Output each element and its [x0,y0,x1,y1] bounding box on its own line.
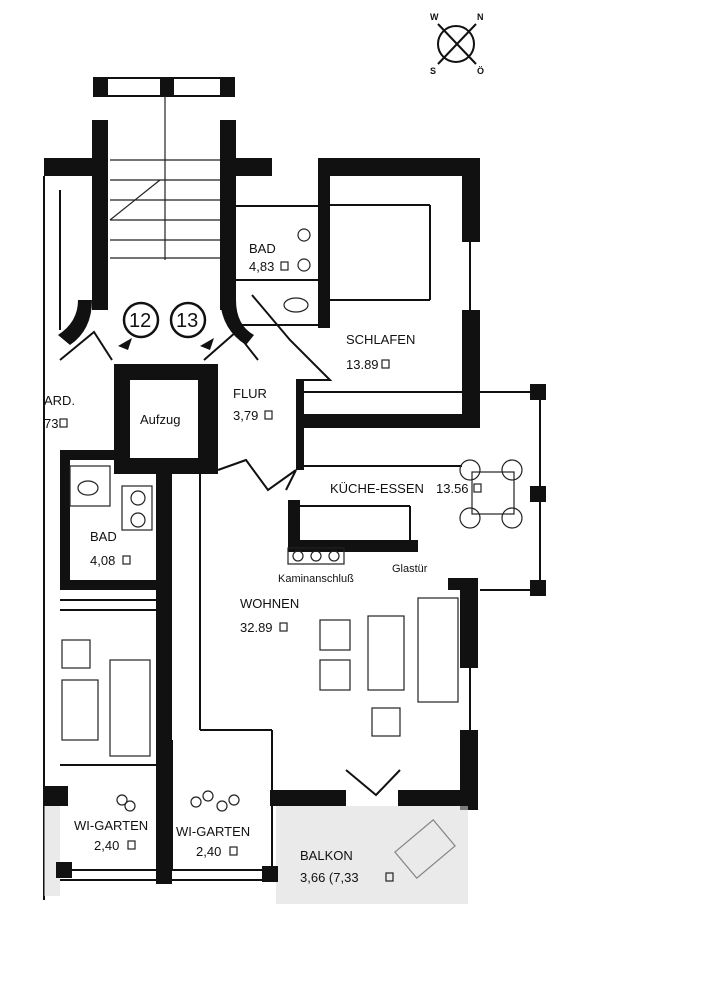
compass-w: W [430,12,439,22]
room-wigarten-left-area: 2,40 [94,838,119,853]
room-bad-top-area: 4,83 [249,259,274,274]
compass-o: Ö [477,66,484,76]
room-bad-top-name: BAD [249,241,276,256]
room-schlafen-area: 13.89 [346,357,379,372]
stair-number-12: 12 [129,310,151,332]
area-square-icon [279,622,288,632]
compass-s: S [430,66,436,76]
interior-lines [43,176,541,900]
area-square-icon [381,359,390,369]
room-flur-area: 3,79 [233,408,258,423]
balcony-floor [44,806,468,904]
room-wohnen-area: 32.89 [240,620,273,635]
area-square-icon [473,483,482,493]
area-square-icon [280,261,289,271]
doors [59,294,401,797]
room-ard-area: 73 [44,416,58,431]
area-square-icon [59,418,68,428]
room-bad-left-name: BAD [90,529,117,544]
walls [44,158,480,884]
stair-number-13: 13 [176,310,198,332]
room-wigarten-left-name: WI-GARTEN [74,818,148,833]
room-aufzug-name: Aufzug [140,412,180,427]
room-ard-name: ARD. [44,393,75,408]
room-kueche-name: KÜCHE-ESSEN [330,481,424,496]
columns [56,384,546,882]
room-kueche-area: 13.56 [436,481,469,496]
compass-n: N [477,12,484,22]
area-square-icon [385,872,394,882]
room-wigarten-right-name: WI-GARTEN [176,824,250,839]
room-flur-name: FLUR [233,386,267,401]
room-balkon-name: BALKON [300,848,353,863]
room-wigarten-right-area: 2,40 [196,844,221,859]
plant-icons [116,790,240,812]
room-bad-left-area: 4,08 [90,553,115,568]
room-labels: BAD 4,83 SCHLAFEN 13.89 FLUR 3,79 Aufzug… [44,241,482,885]
compass-rose: W N S Ö [430,12,484,76]
label-glastuer: Glastür [392,563,428,575]
bath-fixtures [69,228,311,531]
stairwell: 12 13 [58,77,254,350]
room-schlafen-name: SCHLAFEN [346,332,415,347]
room-balkon-area: 3,66 (7,33 [300,870,359,885]
area-square-icon [127,840,136,850]
area-square-icon [122,555,131,565]
area-square-icon [264,410,273,420]
area-square-icon [229,846,238,856]
label-kaminanschluss: Kaminanschluß [278,573,354,585]
room-wohnen-name: WOHNEN [240,596,299,611]
